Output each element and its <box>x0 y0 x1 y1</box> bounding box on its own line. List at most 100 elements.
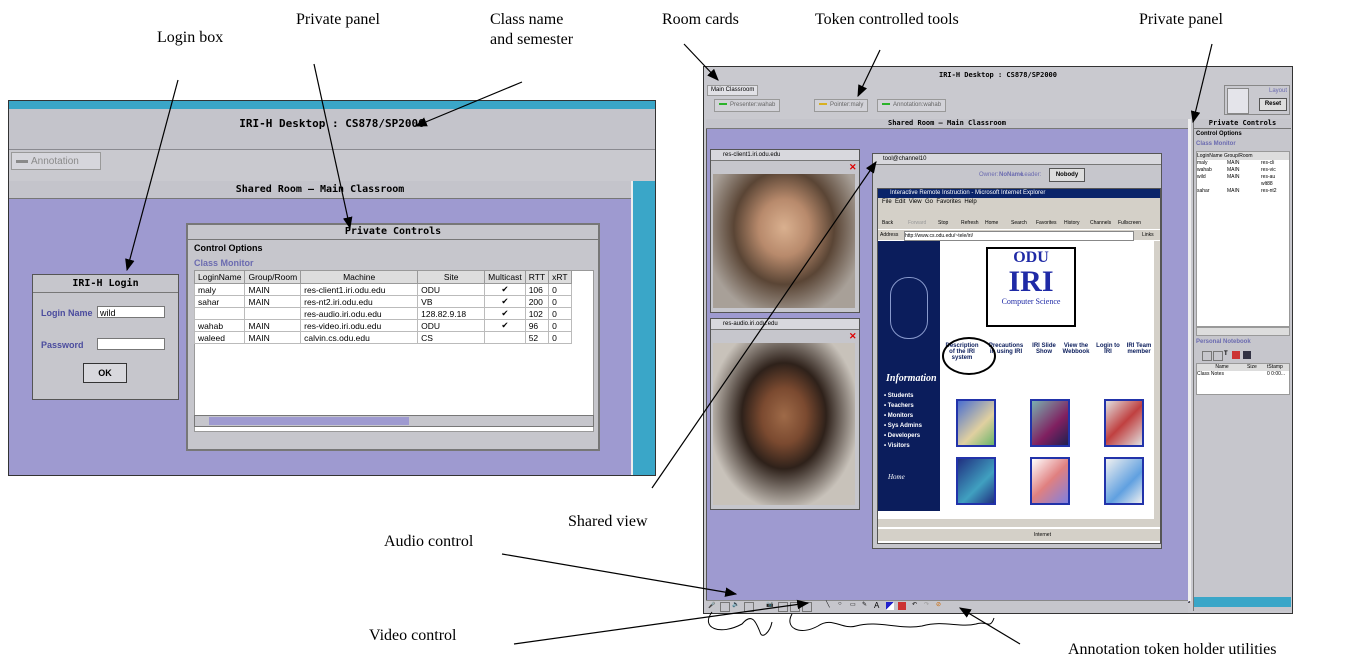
link-slide-show[interactable]: IRI Slide Show <box>1032 343 1056 355</box>
table-row[interactable]: wlt88 <box>1261 181 1273 187</box>
col-header[interactable]: Machine <box>300 270 419 284</box>
notebook-text-icon[interactable]: T <box>1224 351 1228 357</box>
token-annotation[interactable]: Annotation:wahab <box>877 99 947 112</box>
fill-tool-icon[interactable] <box>898 602 906 610</box>
nav-teachers[interactable]: • Teachers <box>884 403 914 409</box>
room-card-1[interactable]: res-client1.iri.odu.edu ✕ <box>710 149 860 313</box>
menu-file[interactable]: File <box>882 199 892 205</box>
close-icon[interactable]: ✕ <box>849 331 857 341</box>
undo-icon[interactable]: ↶ <box>912 602 918 608</box>
refresh-button[interactable]: Refresh <box>961 220 979 226</box>
col-header[interactable]: LoginName <box>193 270 246 284</box>
browser-hscrollbar[interactable] <box>878 519 1160 527</box>
horizontal-scrollbar[interactable] <box>194 415 594 427</box>
menu-go[interactable]: Go <box>924 199 933 205</box>
col-header[interactable]: RTT <box>524 270 550 284</box>
link-login[interactable]: Login to IRI <box>1096 343 1120 355</box>
menu-favorites[interactable]: Favorites <box>936 199 961 205</box>
text-tool-icon[interactable]: A <box>874 601 880 610</box>
annotation-token-button[interactable]: Annotation <box>11 152 101 170</box>
col-header[interactable]: Group/Room <box>244 270 302 284</box>
token-presenter[interactable]: Presenter:wahab <box>714 99 781 112</box>
nav-sys-admins[interactable]: • Sys Admins <box>884 423 922 429</box>
menu-edit[interactable]: Edit <box>895 199 906 205</box>
color-tool-icon[interactable] <box>886 602 894 610</box>
thumbnail[interactable] <box>1104 399 1144 447</box>
thumbnail[interactable] <box>956 399 996 447</box>
nav-visitors[interactable]: • Visitors <box>884 443 910 449</box>
col-header[interactable]: xRT <box>548 270 572 284</box>
line-tool-icon[interactable]: ╲ <box>826 602 830 608</box>
thumbnail[interactable] <box>956 457 996 505</box>
menu-help[interactable]: Help <box>964 199 977 205</box>
favorites-button[interactable]: Favorites <box>1036 220 1057 226</box>
layout-preview[interactable] <box>1227 88 1249 114</box>
token-pointer[interactable]: Pointer:maly <box>814 99 869 112</box>
home-button[interactable]: Home <box>985 220 999 226</box>
link-webbook[interactable]: View the Webbook <box>1062 343 1090 355</box>
search-button[interactable]: Search <box>1011 220 1027 226</box>
rect-tool-icon[interactable]: ▭ <box>850 602 856 608</box>
nav-developers[interactable]: • Developers <box>884 433 921 439</box>
audio-settings-icon[interactable] <box>720 602 730 612</box>
video-capture-icon[interactable] <box>802 602 812 612</box>
video-settings-icon[interactable] <box>778 602 788 612</box>
back-button[interactable]: Back <box>882 220 894 226</box>
audio-volume-icon[interactable] <box>744 602 754 612</box>
monitor-hscrollbar[interactable] <box>1196 327 1290 336</box>
notebook-view-icon[interactable] <box>1213 351 1223 361</box>
col-header[interactable]: Multicast <box>484 270 526 284</box>
camera-icon[interactable]: 📷 <box>766 602 774 608</box>
speaker-icon[interactable]: 🔈 <box>732 602 740 608</box>
reset-button[interactable]: Reset <box>1259 98 1287 111</box>
microphone-icon[interactable]: 🎤 <box>708 603 716 609</box>
redo-icon[interactable]: ↷ <box>924 602 930 608</box>
clear-icon[interactable]: ⊘ <box>936 602 942 608</box>
stop-button[interactable]: Stop <box>938 220 949 226</box>
leader-button[interactable]: Nobody <box>1049 168 1085 182</box>
notebook-open-icon[interactable] <box>1202 351 1212 361</box>
callout-line <box>501 553 738 597</box>
link-precautions[interactable]: Precautions in using IRI <box>988 343 1024 355</box>
thumbnail[interactable] <box>1104 457 1144 505</box>
callout-brace <box>789 613 995 631</box>
room-card-2[interactable]: res-audio.iri.odu.edu ✕ <box>710 318 860 510</box>
nav-students[interactable]: • Students <box>884 393 914 399</box>
ok-button[interactable]: OK <box>83 363 127 383</box>
link-team[interactable]: IRI Team member <box>1126 343 1152 355</box>
col-header[interactable]: Site <box>417 270 486 284</box>
notebook-delete-icon[interactable] <box>1232 351 1240 359</box>
forward-button[interactable]: Forward <box>908 220 927 226</box>
login-name-field[interactable]: wild <box>97 306 165 318</box>
history-button[interactable]: History <box>1064 220 1080 226</box>
circle-tool-icon[interactable]: ○ <box>838 601 842 607</box>
channels-button[interactable]: Channels <box>1090 220 1112 226</box>
tab-main-classroom[interactable]: Main Classroom <box>707 85 759 96</box>
address-input[interactable]: http://www.cs.odu.edu/~tele/iri/ <box>904 231 1134 241</box>
thumbnail[interactable] <box>1030 457 1070 505</box>
thumbnail[interactable] <box>1030 399 1070 447</box>
password-field[interactable] <box>97 338 165 350</box>
browser-vscrollbar[interactable] <box>1154 241 1160 519</box>
private-controls-panel: Private Controls Control Options Class M… <box>186 223 600 451</box>
scroll-thumb[interactable] <box>209 417 409 425</box>
nav-monitors[interactable]: • Monitors <box>884 413 914 419</box>
menu-view[interactable]: View <box>908 199 922 205</box>
notebook-save-icon[interactable] <box>1243 351 1251 359</box>
pencil-tool-icon[interactable]: ✎ <box>862 602 868 608</box>
video-view-icon[interactable] <box>790 602 800 612</box>
close-icon[interactable]: ✕ <box>849 162 857 172</box>
nav-home[interactable]: Home <box>888 473 905 481</box>
links-label[interactable]: Links <box>1142 232 1154 238</box>
fullscreen-button[interactable]: Fullscreen <box>1118 220 1142 226</box>
